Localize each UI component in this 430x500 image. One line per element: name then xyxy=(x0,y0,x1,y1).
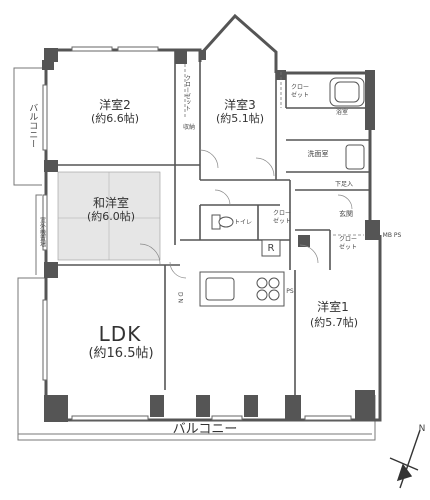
closet-label-2: クローゼット xyxy=(183,75,191,111)
western1-name: 洋室1 xyxy=(317,300,349,314)
ps-label: PS xyxy=(286,288,294,295)
western3-area: (約5.1帖) xyxy=(215,112,265,125)
bath-label: 浴室 xyxy=(335,109,348,116)
balcony-label-bottom: バルコニー xyxy=(172,422,238,437)
door-swings xyxy=(139,149,353,279)
closet-label-hall: クロー ゼット xyxy=(272,210,291,225)
mbps-label: MB PS xyxy=(382,232,402,239)
western2-area: (約6.6帖) xyxy=(90,112,140,125)
entrance-label: 玄関 xyxy=(339,210,353,218)
interior-walls xyxy=(58,50,370,395)
compass-arrow xyxy=(389,429,421,489)
toilet-label: トイレ xyxy=(233,219,252,226)
wall-columns xyxy=(42,48,380,422)
toilet-fixture xyxy=(211,214,234,230)
balcony-label-left: バルコニー xyxy=(27,102,38,148)
western1-area: (約5.7帖) xyxy=(309,316,359,329)
bathtub xyxy=(329,77,365,107)
western2-name: 洋室2 xyxy=(99,98,131,112)
fridge-label: R xyxy=(267,243,275,254)
wash-basin xyxy=(345,144,365,170)
balcony-outlines xyxy=(13,67,376,441)
windows xyxy=(42,46,352,421)
storage-label: 収納 xyxy=(182,124,195,131)
closet-lines xyxy=(184,64,364,236)
shoebox-label: 下足入 xyxy=(334,181,353,188)
tatami-lines xyxy=(58,172,160,260)
kitchen-counter xyxy=(199,271,285,307)
washroom-label: 洗面室 xyxy=(307,150,329,158)
ac-space-label: 室外機置場 xyxy=(38,217,46,247)
ldk-name: LDK xyxy=(98,322,142,346)
jwroom-area: (約6.0帖) xyxy=(86,210,136,223)
closet-label-1: クロー ゼット xyxy=(338,236,357,251)
north-label: N xyxy=(418,424,426,434)
jwroom-name: 和洋室 xyxy=(92,196,129,210)
closet-label-3: クロー ゼット xyxy=(290,84,309,99)
ldk-area: (約16.5帖) xyxy=(88,346,154,361)
western3-name: 洋室3 xyxy=(224,98,256,112)
fridge-space xyxy=(261,239,281,257)
dn-label: D N xyxy=(176,292,184,304)
